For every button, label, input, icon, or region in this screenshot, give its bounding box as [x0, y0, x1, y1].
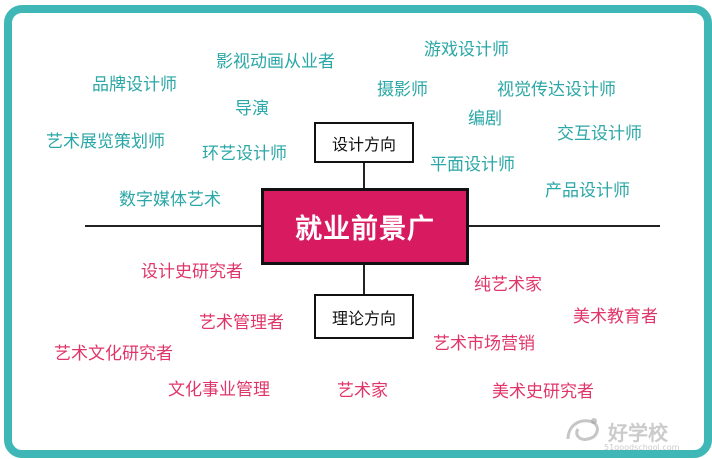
design-role: 编剧: [468, 109, 502, 129]
design-role: 摄影师: [377, 80, 428, 100]
theory-role: 美术教育者: [573, 307, 658, 327]
design-role: 环艺设计师: [202, 144, 287, 164]
theory-role: 艺术文化研究者: [54, 344, 173, 364]
design-role: 平面设计师: [430, 155, 515, 175]
design-role: 影视动画从业者: [216, 52, 335, 72]
watermark-text: 好学校: [608, 421, 668, 445]
branch-theory-direction: 理论方向: [314, 294, 414, 339]
design-role: 品牌设计师: [92, 75, 177, 95]
design-role: 导演: [235, 99, 269, 119]
watermark-logo-icon: [566, 418, 599, 441]
watermark-url: 51goodschool.com: [604, 443, 680, 452]
design-role: 交互设计师: [557, 124, 642, 144]
branch-design-direction: 设计方向: [314, 122, 414, 163]
theory-role: 文化事业管理: [168, 380, 270, 400]
watermark: 好学校 51goodschool.com: [564, 415, 704, 455]
theory-role: 艺术家: [337, 381, 388, 401]
design-role: 游戏设计师: [424, 40, 509, 60]
theory-role: 艺术市场营销: [433, 334, 535, 354]
center-node: 就业前景广: [261, 188, 469, 265]
connector-top-line: [363, 162, 365, 189]
theory-role: 纯艺术家: [474, 275, 542, 295]
theory-role: 设计史研究者: [141, 262, 243, 282]
theory-role: 艺术管理者: [199, 313, 284, 333]
design-role: 视觉传达设计师: [497, 80, 616, 100]
design-role: 产品设计师: [545, 181, 630, 201]
connector-bottom-line: [363, 265, 365, 295]
design-role: 艺术展览策划师: [46, 132, 165, 152]
theory-role: 美术史研究者: [492, 382, 594, 402]
design-role: 数字媒体艺术: [119, 190, 221, 210]
